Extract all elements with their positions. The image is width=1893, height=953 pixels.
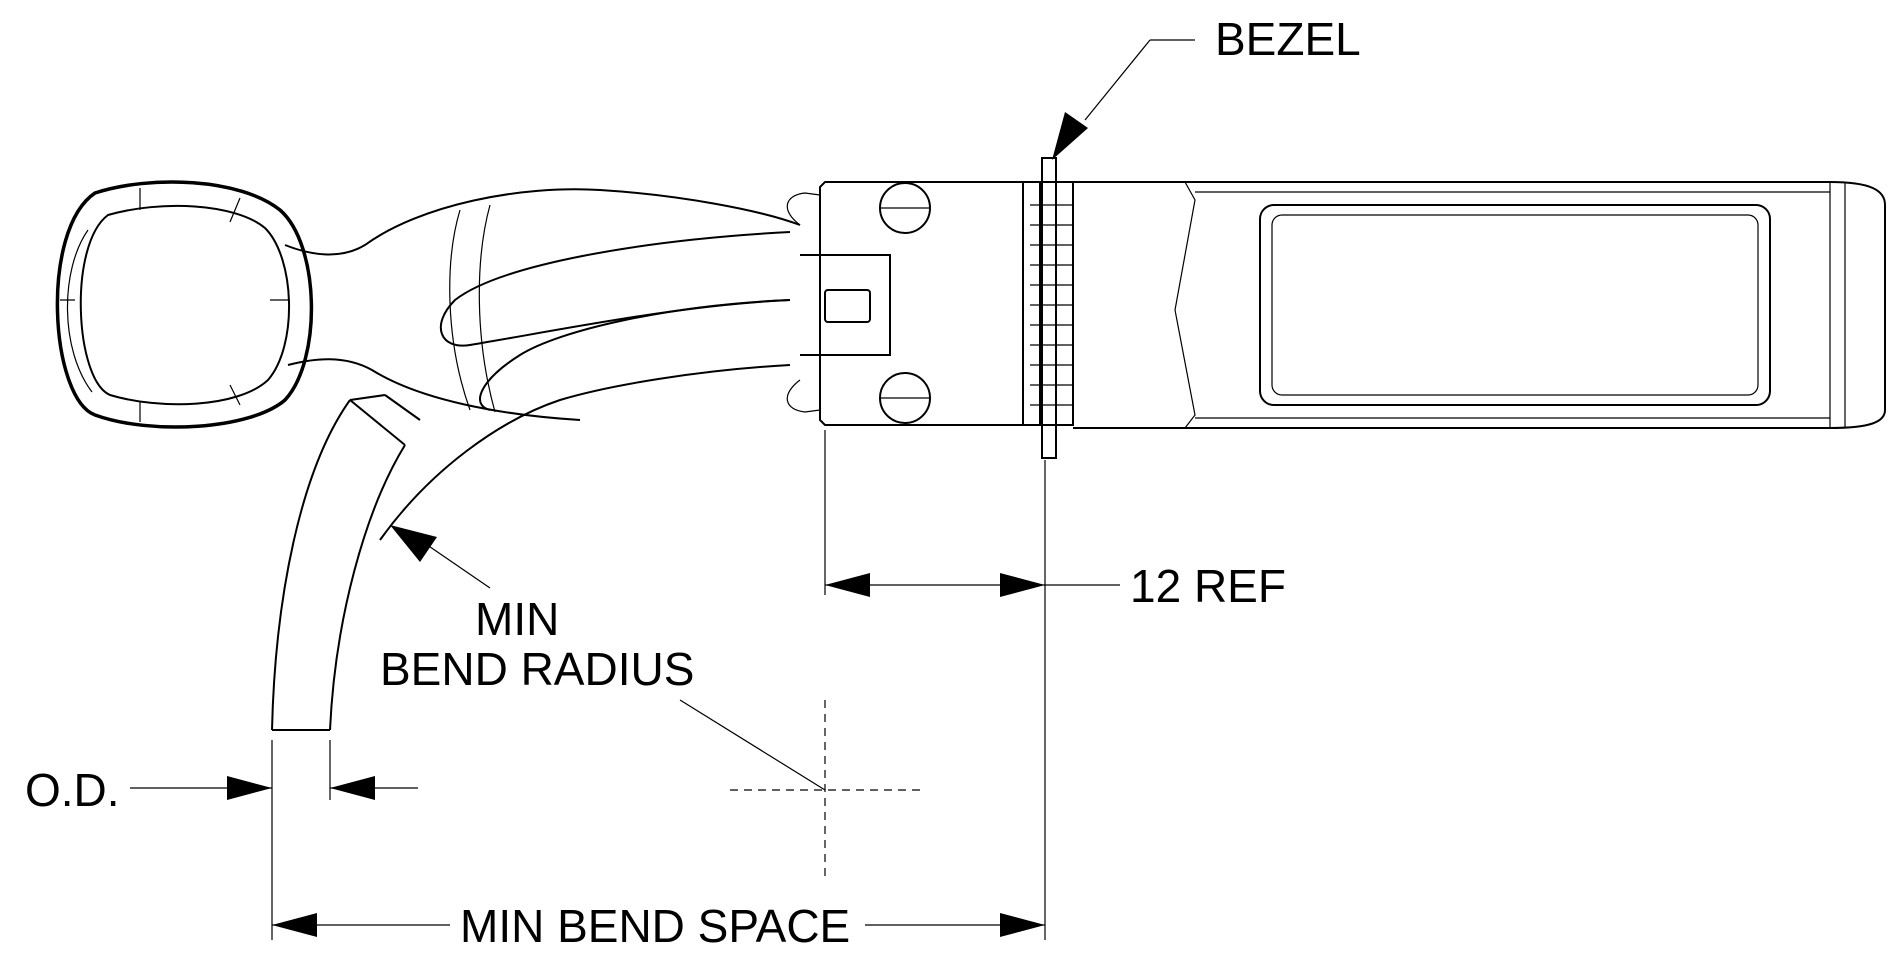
bend-radius-label-line1: MIN	[475, 593, 559, 645]
od-arrow-left	[227, 776, 272, 800]
od-dimension	[130, 740, 418, 940]
ref-dimension	[824, 430, 1120, 940]
pull-tab-strap	[284, 188, 801, 421]
ref-arrow-right	[1000, 573, 1045, 597]
bend-radius-leader	[390, 525, 826, 791]
od-label: O.D.	[25, 764, 120, 816]
bezel-arrow	[1052, 112, 1088, 160]
od-arrow-right	[330, 776, 375, 800]
bezel-leader	[1052, 39, 1195, 160]
pull-tab-ring	[55, 180, 314, 429]
module-body	[1073, 181, 1886, 429]
latch-ribs	[1022, 181, 1074, 426]
bend-center-mark	[730, 700, 920, 880]
bend-space-dimension	[272, 913, 1045, 937]
connector-housing	[786, 181, 1041, 426]
bend-space-arrow-right	[1000, 913, 1045, 937]
ref-arrow-left	[825, 573, 870, 597]
bend-radius-label-line2: BEND RADIUS	[380, 643, 694, 695]
bezel-plate	[1041, 157, 1057, 459]
bend-space-label: MIN BEND SPACE	[460, 900, 850, 952]
bezel-label: BEZEL	[1215, 13, 1361, 65]
cable	[271, 231, 791, 731]
bend-radius-arrow	[390, 525, 437, 562]
bend-space-arrow-left	[272, 913, 317, 937]
ref-dimension-label: 12 REF	[1130, 560, 1286, 612]
